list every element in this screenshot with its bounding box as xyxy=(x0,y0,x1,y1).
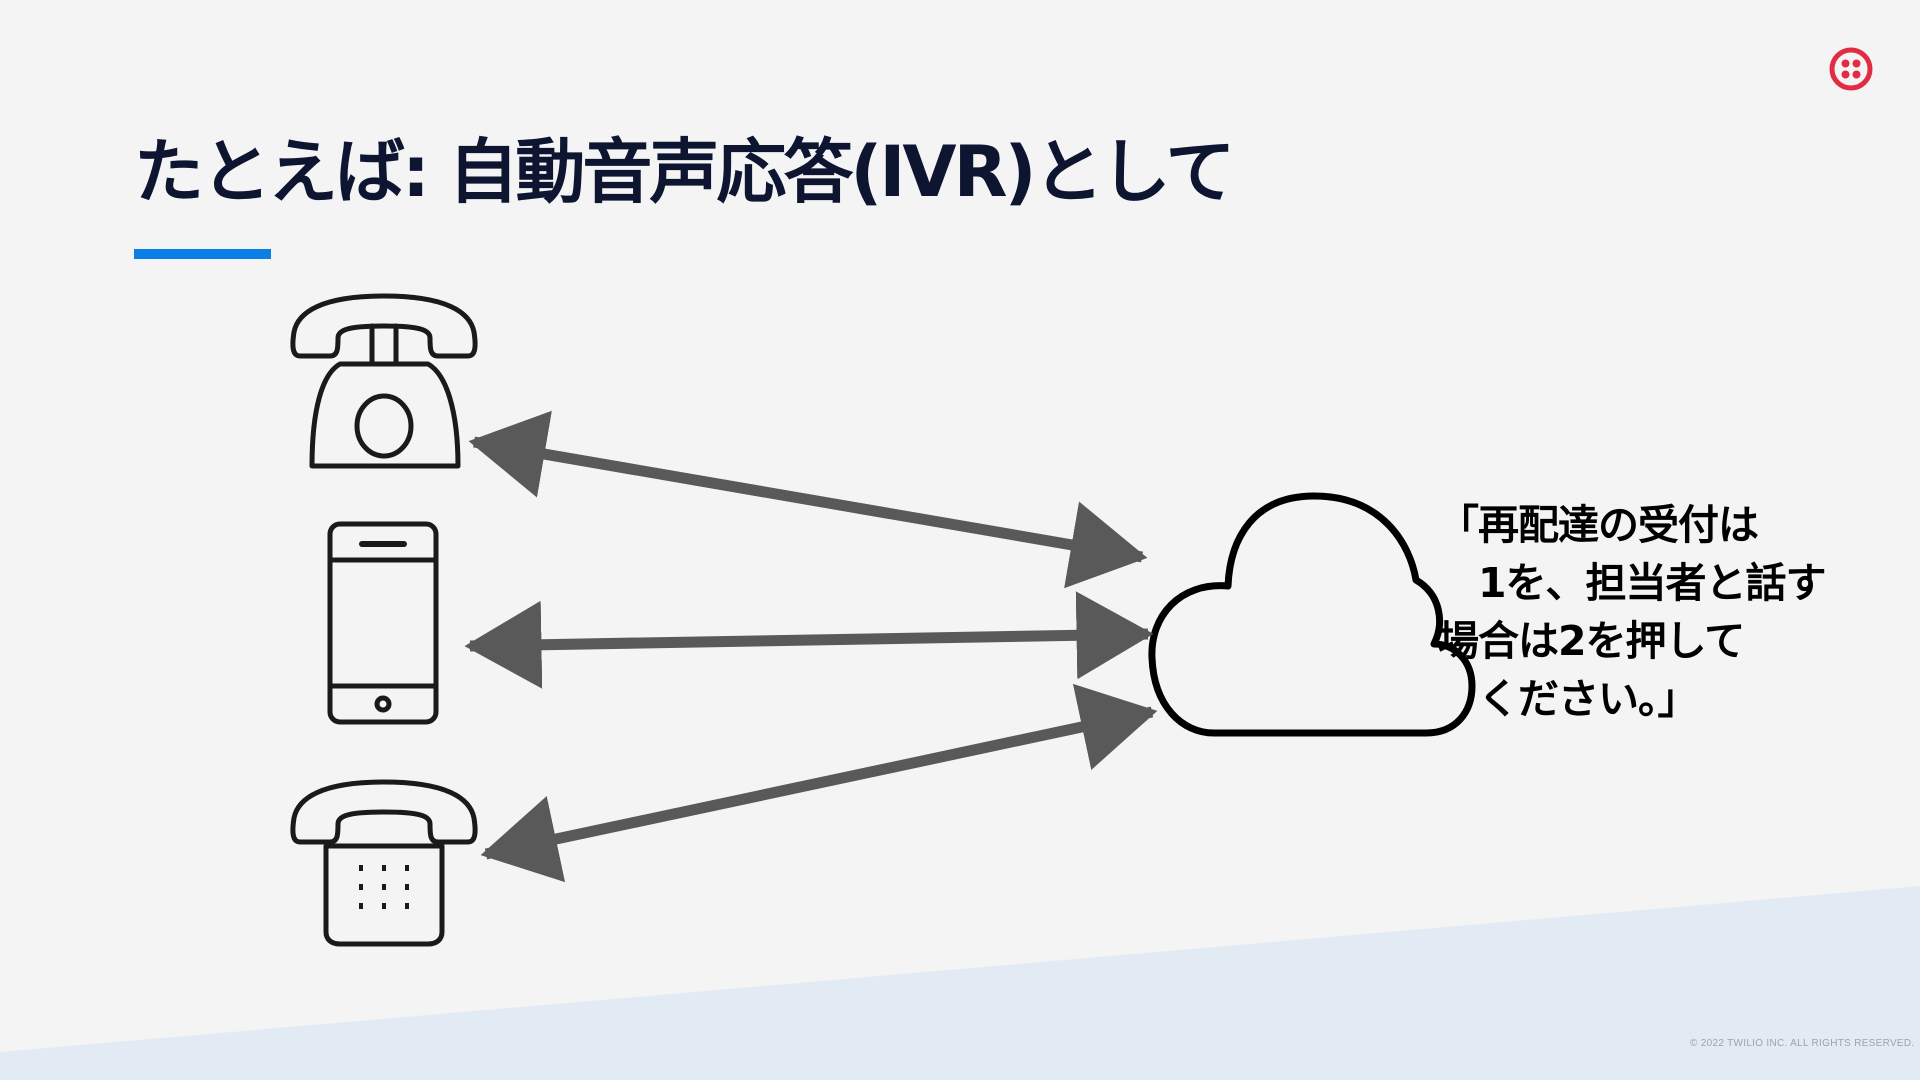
title-underline xyxy=(134,249,271,259)
cloud-icon xyxy=(1148,492,1476,737)
smartphone-icon xyxy=(327,521,439,725)
ivr-message-line: 場合は2を押して xyxy=(1438,617,1745,665)
rotary-phone-icon xyxy=(290,293,478,469)
twilio-logo-icon xyxy=(1829,47,1873,91)
ivr-message-line: 1を、担当者と話す xyxy=(1438,559,1827,607)
arrow-smartphone-cloud xyxy=(464,591,1154,689)
arrow-pushbutton-cloud xyxy=(480,683,1158,883)
arrow-rotary-cloud xyxy=(468,410,1148,589)
ivr-message-line: 「再配達の受付は xyxy=(1438,501,1759,549)
page-title: たとえば: 自動音声応答(IVR)として xyxy=(134,131,1235,213)
copyright-notice: © 2022 TWILIO INC. ALL RIGHTS RESERVED. xyxy=(1690,1038,1915,1049)
ivr-message: 「再配達の受付は 1を、担当者と話す 場合は2を押して ください。」 xyxy=(1438,496,1878,728)
ivr-message-line: ください。」 xyxy=(1438,675,1699,723)
push-button-phone-icon xyxy=(290,779,478,947)
